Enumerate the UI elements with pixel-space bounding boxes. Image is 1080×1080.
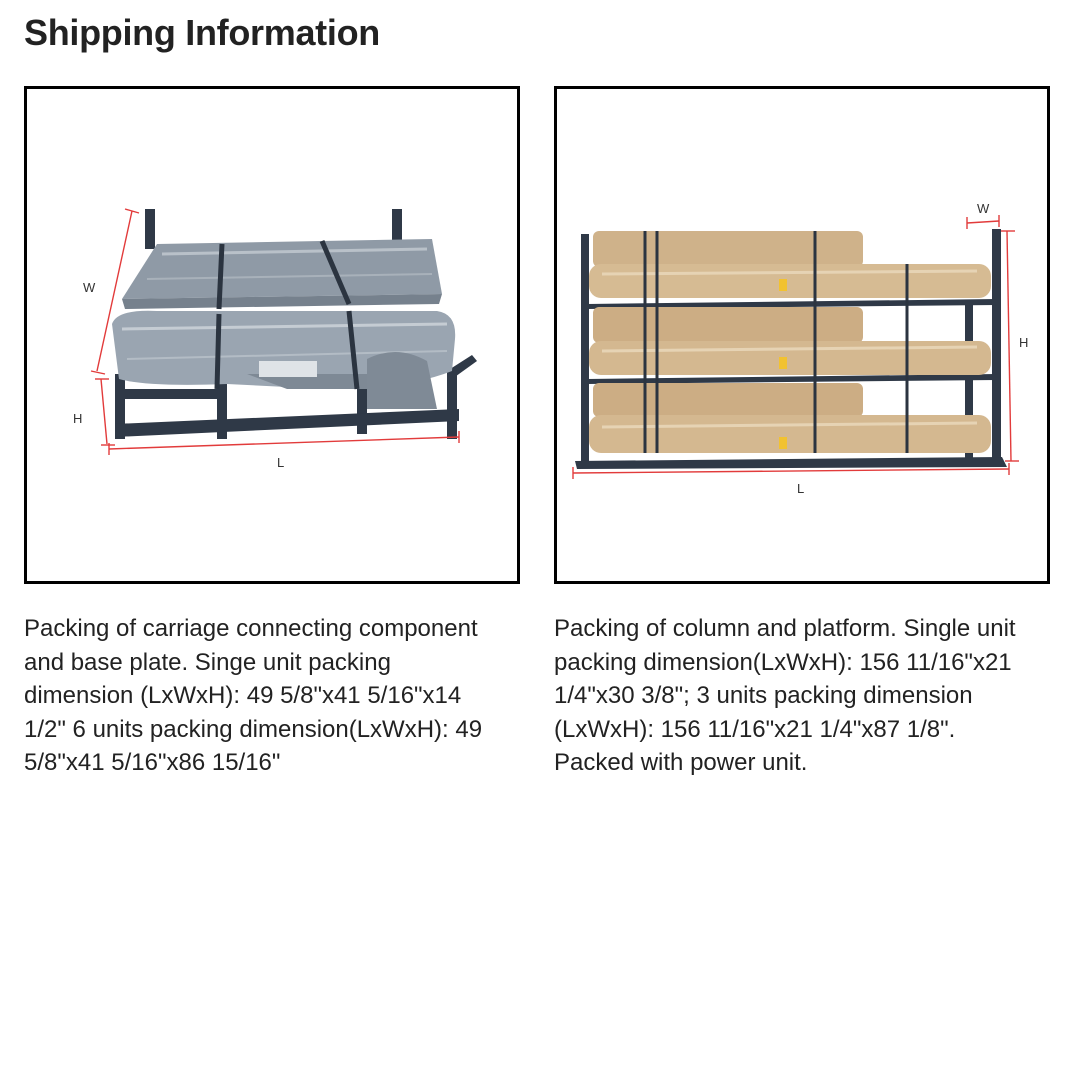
page-title: Shipping Information xyxy=(24,12,380,53)
dimension-label-length: L xyxy=(277,455,284,470)
wrapped-lower-bundle xyxy=(112,310,456,409)
cardboard-row-2 xyxy=(589,307,991,375)
packing-image-column-platform: W H L xyxy=(554,86,1050,584)
cardboard-row-1 xyxy=(589,231,991,298)
column-platform-packing-illustration: W H L xyxy=(572,201,1028,496)
dimension-lines xyxy=(572,215,1019,479)
dimension-label-width: W xyxy=(977,201,990,216)
cardboard-row-3 xyxy=(589,383,991,453)
binding-straps xyxy=(643,231,909,453)
steel-rack-frame xyxy=(575,229,1007,469)
packing-image-carriage-base-plate: W H L xyxy=(24,86,520,584)
dimension-label-length: L xyxy=(797,481,804,496)
steel-base-frame xyxy=(115,209,477,439)
carriage-packing-illustration: W H L xyxy=(73,208,477,470)
caption-carriage-base-plate: Packing of carriage connecting component… xyxy=(24,615,483,776)
binding-straps xyxy=(214,240,360,390)
dimension-label-height: H xyxy=(1019,335,1028,350)
dimension-label-width: W xyxy=(83,280,96,295)
wrapped-top-plate xyxy=(122,239,442,309)
caption-column-platform: Packing of column and platform. Single u… xyxy=(554,615,1016,776)
dimension-label-height: H xyxy=(73,411,82,426)
dimension-lines xyxy=(90,208,460,455)
